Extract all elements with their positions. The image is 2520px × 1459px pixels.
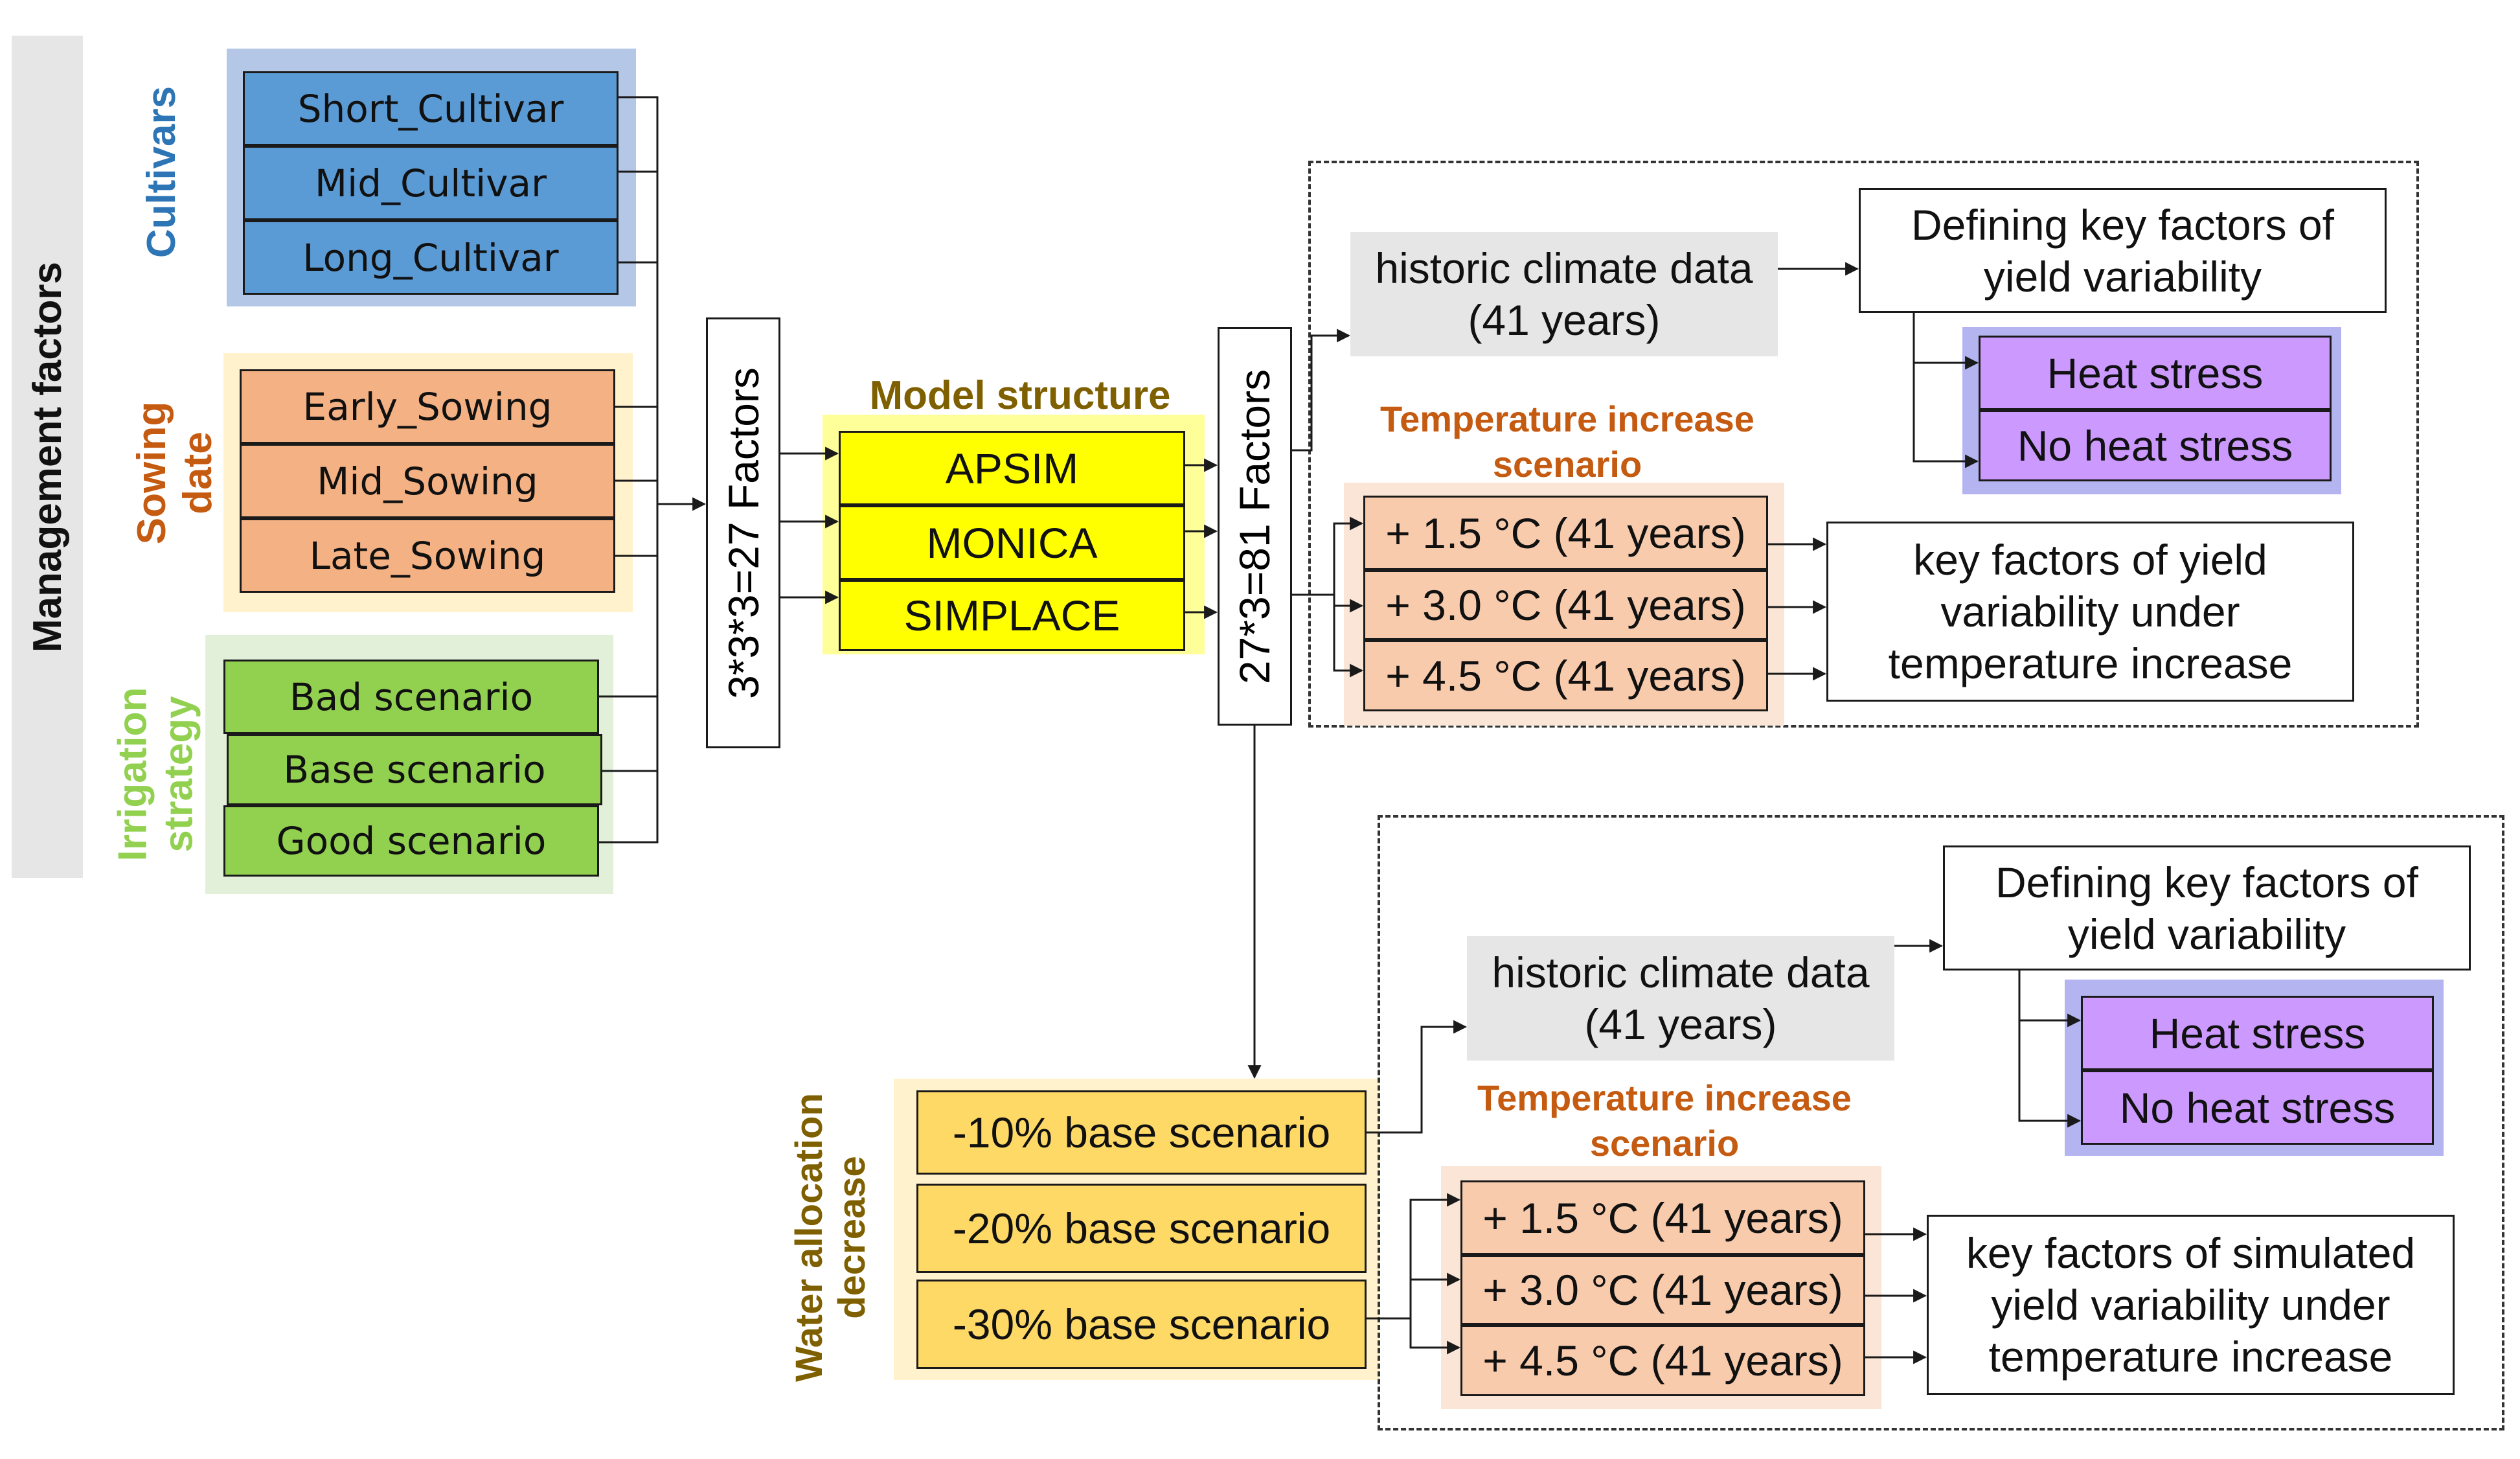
management-factors-bar: Management factors [12, 36, 83, 878]
cultivar-box-mid: Mid_Cultivar [243, 146, 619, 220]
irrigation-box-base: Base scenario [227, 734, 602, 805]
model-box-monica: MONICA [839, 505, 1185, 580]
upper-temp-box-1-5: + 1.5 °C (41 years) [1363, 496, 1768, 570]
lower-temp-box-1-5: + 1.5 °C (41 years) [1460, 1180, 1865, 1255]
water-box-30: -30% base scenario [916, 1280, 1367, 1369]
water-box-20: -20% base scenario [916, 1184, 1367, 1273]
lower-scenario-region [1378, 815, 2504, 1430]
management-bracket [599, 96, 659, 844]
lower-temp-box-4-5: + 4.5 °C (41 years) [1460, 1325, 1865, 1396]
lower-no-heat-stress-box: No heat stress [2081, 1070, 2434, 1145]
lower-heat-stress-box: Heat stress [2081, 996, 2434, 1070]
irrigation-box-good: Good scenario [223, 805, 599, 877]
factors-27-box: 3*3*3=27 Factors [706, 317, 780, 748]
upper-historic-climate-box: historic climate data(41 years) [1350, 232, 1778, 356]
upper-temp-box-3-0: + 3.0 °C (41 years) [1363, 570, 1768, 640]
cultivar-box-long: Long_Cultivar [243, 220, 619, 295]
upper-no-heat-stress-box: No heat stress [1979, 410, 2332, 481]
irrigation-box-bad: Bad scenario [223, 660, 599, 734]
cultivar-box-short: Short_Cultivar [243, 71, 619, 146]
sowing-box-late: Late_Sowing [240, 518, 615, 593]
upper-temp-box-4-5: + 4.5 °C (41 years) [1363, 640, 1768, 711]
model-box-apsim: APSIM [839, 431, 1185, 505]
water-box-10: -10% base scenario [916, 1090, 1367, 1175]
model-box-simplace: SIMPLACE [839, 580, 1185, 651]
model-structure-label: Model structure [869, 373, 1171, 418]
sowing-box-early: Early_Sowing [240, 369, 615, 444]
upper-heat-stress-box: Heat stress [1979, 336, 2332, 410]
lower-historic-climate-box: historic climate data(41 years) [1467, 936, 1894, 1061]
upper-scenario-region [1308, 161, 2419, 728]
sowing-box-mid: Mid_Sowing [240, 444, 615, 518]
lower-temp-box-3-0: + 3.0 °C (41 years) [1460, 1255, 1865, 1325]
factors-81-box: 27*3=81 Factors [1218, 327, 1292, 726]
